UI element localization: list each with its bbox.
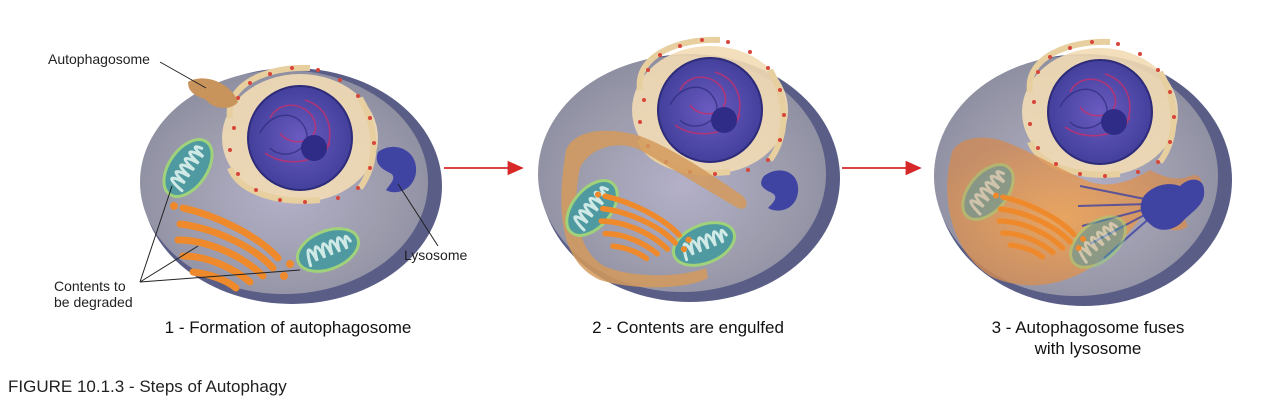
contents-label-line2: be degraded <box>54 294 133 310</box>
autophagosome-label: Autophagosome <box>48 51 150 67</box>
cell-3-nucleus <box>1022 40 1178 178</box>
autophagosome-leader <box>159 61 207 89</box>
lysosome-leader <box>397 183 439 247</box>
step-2-caption: 2 - Contents are engulfed <box>592 318 784 337</box>
cell-3 <box>934 40 1232 306</box>
step-1-caption: 1 - Formation of autophagosome <box>165 318 412 337</box>
lysosome-label: Lysosome <box>404 247 468 263</box>
contents-label-line1: Contents to <box>54 278 126 294</box>
cell-2 <box>538 38 840 302</box>
cell-3-lysosome <box>1140 179 1205 230</box>
cell-1-lysosome <box>376 146 417 193</box>
step-3-caption-line1: 3 - Autophagosome fuses <box>992 318 1185 337</box>
cell-2-phagophore <box>561 130 747 288</box>
cell-1 <box>140 66 442 304</box>
cell-2-lysosome <box>761 170 799 211</box>
figure-caption: FIGURE 10.1.3 - Steps of Autophagy <box>8 377 287 396</box>
contents-leaders <box>139 185 301 283</box>
step-3-caption-line2: with lysosome <box>1034 339 1142 358</box>
cell-1-autophagosome <box>188 78 238 108</box>
